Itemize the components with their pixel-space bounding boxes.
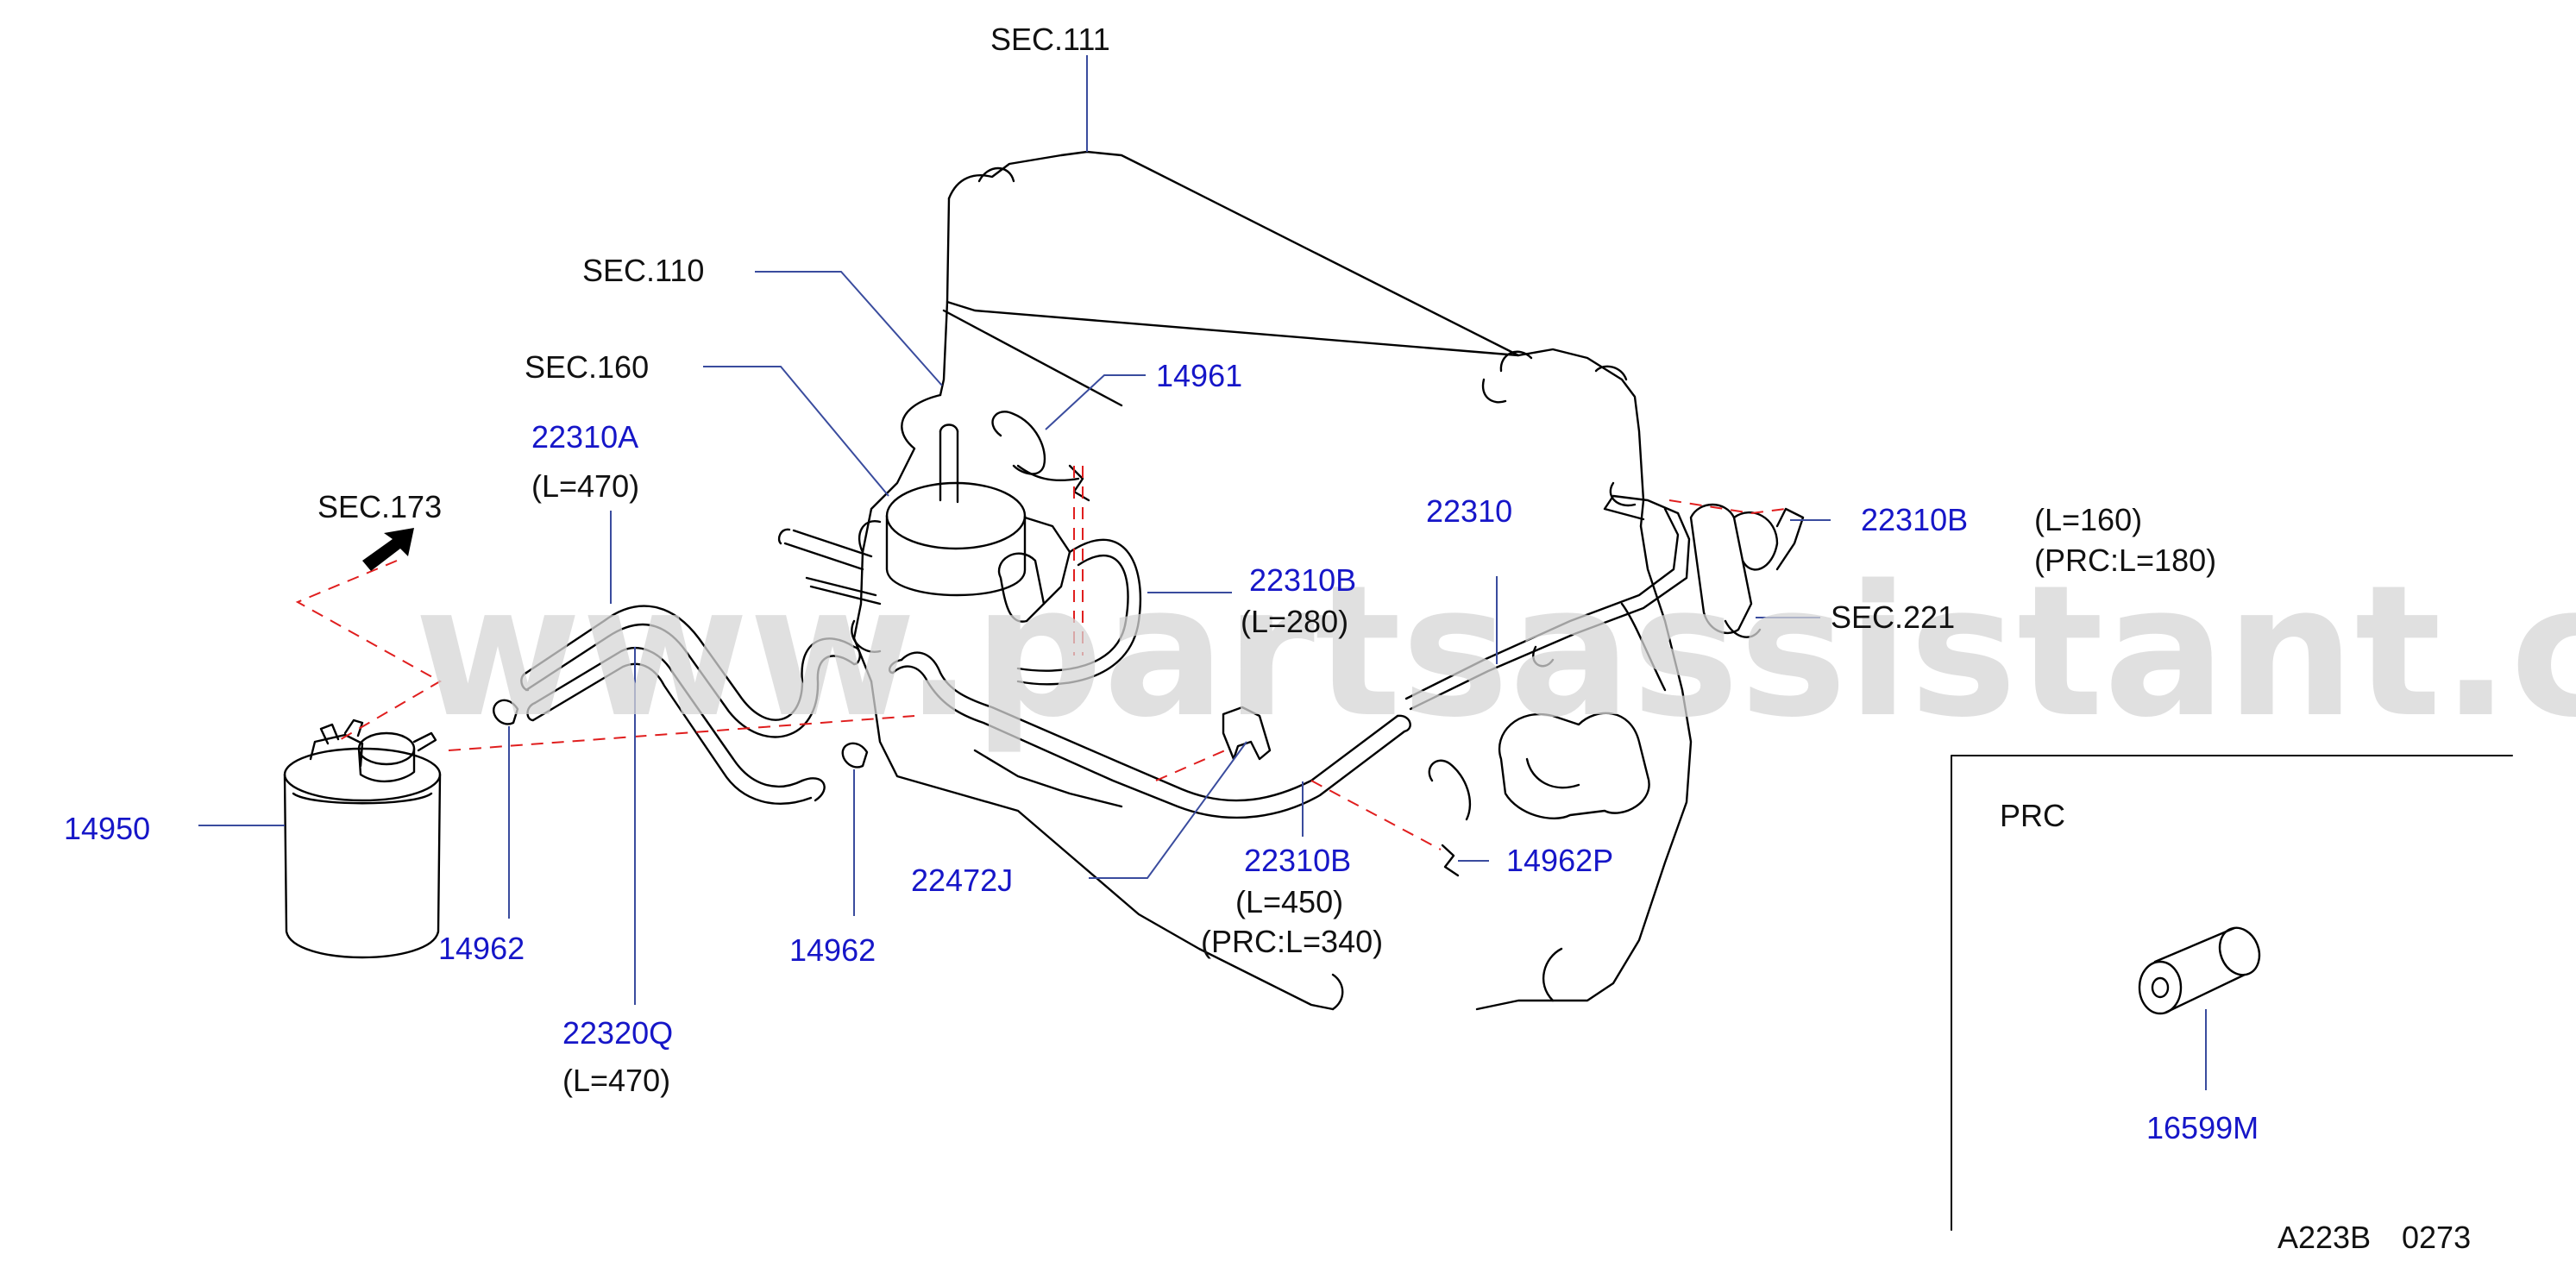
- part-22472j[interactable]: 22472J: [911, 863, 1013, 898]
- clip-14961: [991, 411, 1090, 502]
- prc-inset: [1951, 755, 2513, 1231]
- part-14961[interactable]: 14961: [1156, 358, 1242, 393]
- part-14962p[interactable]: 14962P: [1506, 843, 1613, 878]
- part-22310a[interactable]: 22310A: [531, 419, 638, 455]
- watermark-text: www.partsassistant.com: [414, 546, 2576, 757]
- clamp-14962-left: [493, 699, 519, 725]
- hose-22310b-long: [888, 651, 1411, 819]
- part-22310b-top-prc: (PRC:L=180): [2034, 543, 2216, 578]
- labels: SEC.111 SEC.110 SEC.160 22310A (L=470) S…: [64, 22, 2471, 1255]
- diagram-ref-code: A223B: [2278, 1220, 2371, 1255]
- clip-14962p: [1428, 759, 1472, 877]
- canister-14950: [283, 718, 442, 959]
- hose-22310-right: [1404, 494, 1805, 711]
- clip-22472j: [1222, 706, 1272, 761]
- part-22310b-top[interactable]: 22310B: [1861, 502, 1968, 537]
- part-22320q[interactable]: 22320Q: [562, 1015, 673, 1051]
- sleeve-16599m: [2138, 926, 2261, 1015]
- part-22310b-low-length: (L=450): [1235, 884, 1343, 919]
- part-22310b-low[interactable]: 22310B: [1244, 843, 1351, 878]
- part-16599m[interactable]: 16599M: [2146, 1110, 2259, 1145]
- ref-sec-173[interactable]: SEC.173: [317, 489, 442, 524]
- part-22310[interactable]: 22310: [1426, 493, 1512, 529]
- ref-sec-111[interactable]: SEC.111: [990, 22, 1110, 57]
- throttle-body: [777, 424, 1142, 686]
- part-14950[interactable]: 14950: [64, 811, 150, 846]
- ref-sec-160[interactable]: SEC.160: [525, 349, 649, 385]
- connection-dashes: [295, 466, 1787, 850]
- leader-lines: [198, 55, 2207, 1090]
- part-22320q-length: (L=470): [562, 1063, 670, 1098]
- arrow-up-right-icon: [362, 528, 414, 571]
- part-22310b-low-prc: (PRC:L=340): [1201, 924, 1383, 959]
- part-22310a-length: (L=470): [531, 468, 639, 504]
- ref-sec-221[interactable]: SEC.221: [1831, 599, 1955, 635]
- part-14962-mid[interactable]: 14962: [789, 932, 876, 968]
- part-14962-left[interactable]: 14962: [438, 931, 525, 966]
- engine-outline: [852, 150, 1693, 1011]
- part-22310b-top-length: (L=160): [2034, 502, 2142, 537]
- ref-sec-110[interactable]: SEC.110: [582, 253, 704, 288]
- part-22310b-mid[interactable]: 22310B: [1249, 562, 1356, 598]
- clamp-14962-mid: [841, 742, 869, 769]
- diagram-ref-number: 0273: [2402, 1220, 2471, 1255]
- part-22310b-mid-length: (L=280): [1241, 604, 1348, 639]
- prc-inset-title: PRC: [2000, 798, 2065, 833]
